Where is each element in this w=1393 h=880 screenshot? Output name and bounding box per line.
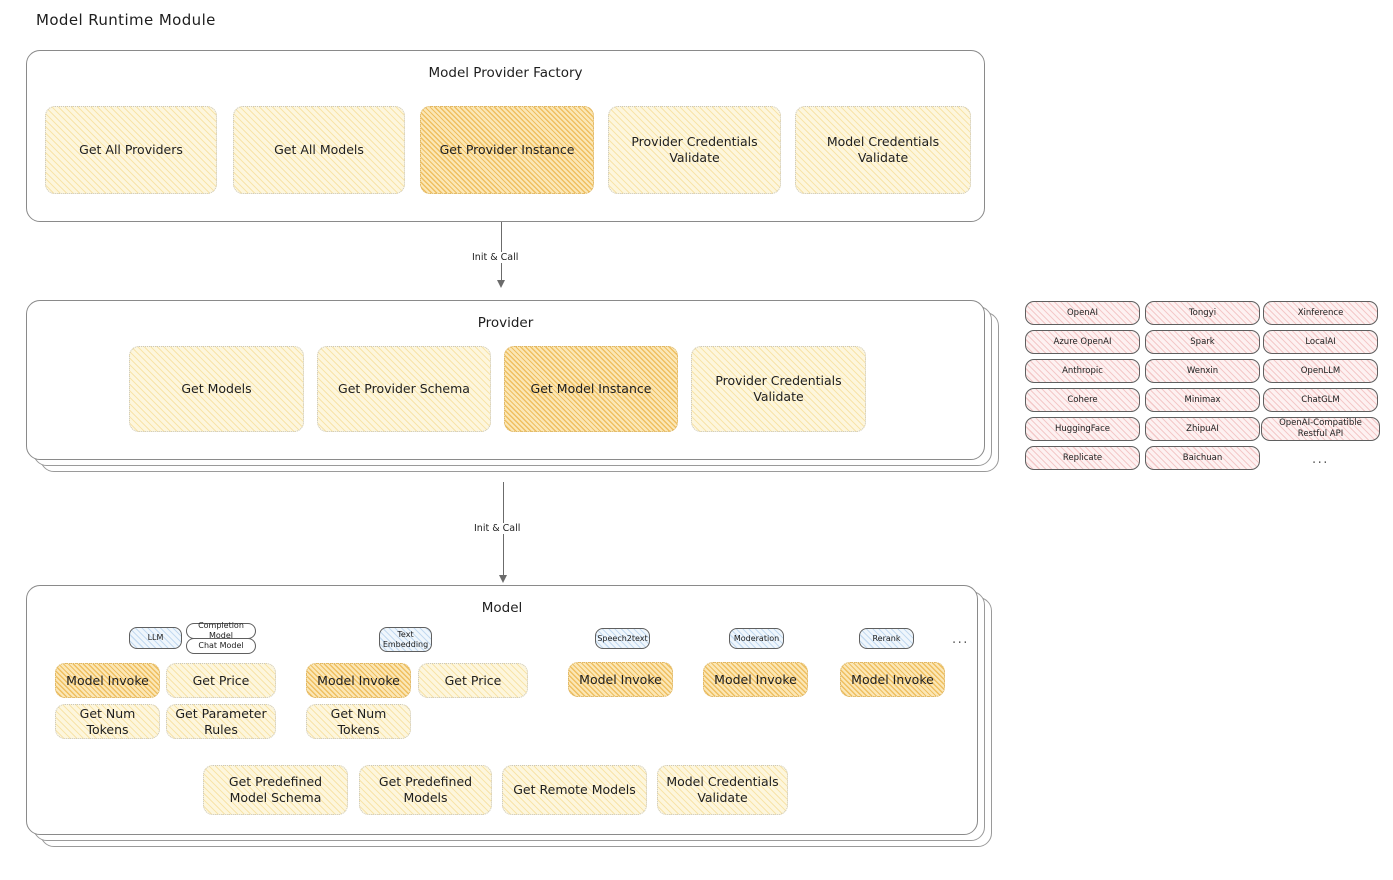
provider-chip-cohere[interactable]: Cohere: [1025, 388, 1140, 412]
provider-chip-anthropic[interactable]: Anthropic: [1025, 359, 1140, 383]
model-llm-node-get-num-tokens[interactable]: Get Num Tokens: [55, 704, 160, 739]
factory-node-get-provider-instance[interactable]: Get Provider Instance: [420, 106, 594, 194]
provider-chip-spark[interactable]: Spark: [1145, 330, 1260, 354]
factory-node-model-credentials-validate[interactable]: Model Credentials Validate: [795, 106, 971, 194]
factory-node-get-all-models[interactable]: Get All Models: [233, 106, 405, 194]
provider-chip-openllm[interactable]: OpenLLM: [1263, 359, 1378, 383]
model-textembedding-node-get-price[interactable]: Get Price: [418, 663, 528, 698]
arrow-provider-to-model-head: [498, 575, 507, 583]
model-common-node-get-predefined-models[interactable]: Get Predefined Models: [359, 765, 492, 815]
model-badge-moderation[interactable]: Moderation: [729, 628, 784, 649]
provider-chip-baichuan[interactable]: Baichuan: [1145, 446, 1260, 470]
provider-list-more-ellipsis: ...: [1312, 452, 1329, 467]
provider-chip-minimax[interactable]: Minimax: [1145, 388, 1260, 412]
model-groups-more-ellipsis: ...: [952, 632, 969, 647]
model-badge-text-embedding[interactable]: Text Embedding: [379, 627, 432, 652]
arrow-factory-to-provider-head: [496, 280, 505, 288]
model-title: Model: [481, 600, 523, 616]
factory-node-get-all-providers[interactable]: Get All Providers: [45, 106, 217, 194]
model-common-node-get-predefined-model-schema[interactable]: Get Predefined Model Schema: [203, 765, 348, 815]
provider-chip-replicate[interactable]: Replicate: [1025, 446, 1140, 470]
arrow-factory-to-provider-label: Init & Call: [468, 252, 523, 263]
model-common-node-get-remote-models[interactable]: Get Remote Models: [502, 765, 647, 815]
provider-node-provider-credentials-validate[interactable]: Provider Credentials Validate: [691, 346, 866, 432]
provider-chip-zhipuai[interactable]: ZhipuAI: [1145, 417, 1260, 441]
arrow-provider-to-model-label: Init & Call: [470, 523, 525, 534]
provider-chip-openai-compatible-restful-api[interactable]: OpenAI-Compatible Restful API: [1261, 417, 1380, 441]
model-badge-speech2text[interactable]: Speech2text: [595, 628, 650, 649]
model-llm-node-model-invoke[interactable]: Model Invoke: [55, 663, 160, 698]
provider-chip-xinference[interactable]: Xinference: [1263, 301, 1378, 325]
provider-node-get-provider-schema[interactable]: Get Provider Schema: [317, 346, 491, 432]
model-llm-node-get-parameter-rules[interactable]: Get Parameter Rules: [166, 704, 276, 739]
provider-chip-huggingface[interactable]: HuggingFace: [1025, 417, 1140, 441]
model-textembedding-node-get-num-tokens[interactable]: Get Num Tokens: [306, 704, 411, 739]
provider-chip-openai[interactable]: OpenAI: [1025, 301, 1140, 325]
provider-chip-chatglm[interactable]: ChatGLM: [1263, 388, 1378, 412]
provider-node-get-models[interactable]: Get Models: [129, 346, 304, 432]
provider-node-get-model-instance[interactable]: Get Model Instance: [504, 346, 678, 432]
model-speech2text-node-model-invoke[interactable]: Model Invoke: [568, 662, 673, 697]
factory-node-provider-credentials-validate[interactable]: Provider Credentials Validate: [608, 106, 781, 194]
model-badge-rerank[interactable]: Rerank: [859, 628, 914, 649]
model-textembedding-node-model-invoke[interactable]: Model Invoke: [306, 663, 411, 698]
model-rerank-node-model-invoke[interactable]: Model Invoke: [840, 662, 945, 697]
provider-chip-localai[interactable]: LocalAI: [1263, 330, 1378, 354]
model-badge-llm[interactable]: LLM: [129, 627, 182, 649]
provider-chip-azure-openai[interactable]: Azure OpenAI: [1025, 330, 1140, 354]
model-badge-completion-model[interactable]: Completion Model: [186, 621, 256, 640]
model-moderation-node-model-invoke[interactable]: Model Invoke: [703, 662, 808, 697]
provider-title: Provider: [477, 315, 534, 331]
model-llm-node-get-price[interactable]: Get Price: [166, 663, 276, 698]
factory-title: Model Provider Factory: [428, 65, 583, 81]
model-badge-chat-model[interactable]: Chat Model: [186, 638, 256, 654]
provider-chip-tongyi[interactable]: Tongyi: [1145, 301, 1260, 325]
page-title: Model Runtime Module: [36, 11, 216, 29]
model-common-node-model-credentials-validate[interactable]: Model Credentials Validate: [657, 765, 788, 815]
provider-chip-wenxin[interactable]: Wenxin: [1145, 359, 1260, 383]
